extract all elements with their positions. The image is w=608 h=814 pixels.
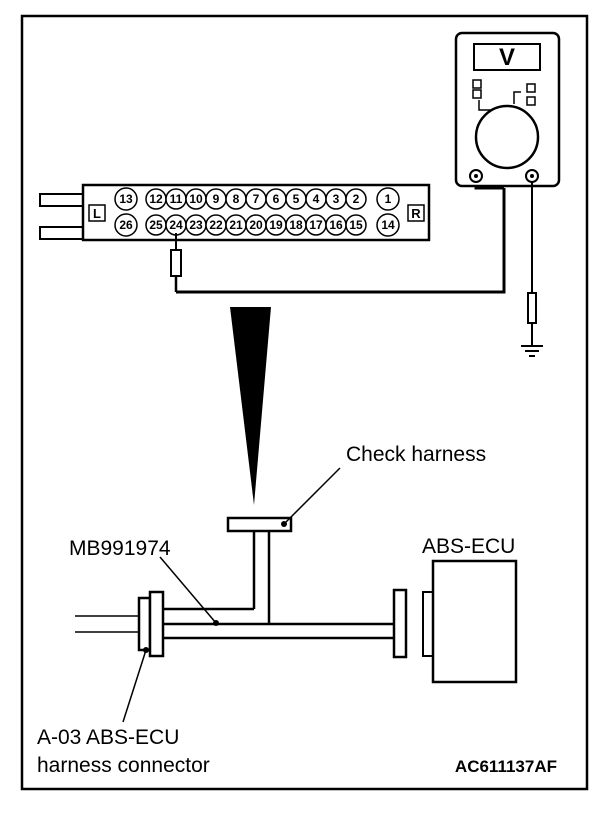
pin-top-label-13: 13 <box>119 192 133 206</box>
pin-top-13 <box>114 187 138 211</box>
pin-top-label-5: 5 <box>293 192 300 206</box>
tool-label: MB991974 <box>69 537 171 560</box>
pin-bottom-label-22: 22 <box>209 218 223 232</box>
tool-leader <box>159 556 217 624</box>
pin-top-1 <box>376 187 400 211</box>
meter-display <box>473 43 541 71</box>
pin-top-label-2: 2 <box>353 192 360 206</box>
check-harness-leader <box>283 467 341 525</box>
pin-bottom-label-19: 19 <box>269 218 283 232</box>
figure-code: AC611137AF <box>455 757 557 776</box>
harness-connector <box>75 590 165 658</box>
pin-bottom-15 <box>345 214 367 236</box>
check-harness <box>163 516 394 640</box>
pin-bottom-label-24: 24 <box>169 218 183 232</box>
pin-bottom-label-18: 18 <box>289 218 303 232</box>
right-marker-label: R <box>411 206 421 221</box>
pin-bottom-label-17: 17 <box>309 218 323 232</box>
voltmeter: V <box>454 31 561 188</box>
pin-top-label-11: 11 <box>170 192 183 206</box>
pin-top-label-1: 1 <box>385 192 392 206</box>
pin-bottom-label-23: 23 <box>189 218 203 232</box>
pin-bottom-label-16: 16 <box>329 218 343 232</box>
meter-display-label: V <box>499 44 515 71</box>
pin-top-label-4: 4 <box>313 192 320 206</box>
harness-connector-label-line1: A-03 ABS-ECU <box>37 726 179 749</box>
pin-top-label-8: 8 <box>233 192 240 206</box>
abs-ecu-unit <box>422 559 518 684</box>
pin-top-label-10: 10 <box>189 192 203 206</box>
pin-bottom-label-25: 25 <box>149 218 163 232</box>
pin-bottom-label-21: 21 <box>229 218 243 232</box>
left-marker-label: L <box>93 206 101 221</box>
pin-top-label-9: 9 <box>213 192 220 206</box>
pin-top-label-6: 6 <box>273 192 280 206</box>
right-flange <box>392 588 408 659</box>
pin-top-label-3: 3 <box>333 192 340 206</box>
pin-bottom-14 <box>376 213 400 237</box>
pin-top-label-7: 7 <box>253 192 260 206</box>
pin-top-label-12: 12 <box>149 192 163 206</box>
ground-lead <box>521 182 543 357</box>
harness-connector-leader <box>122 649 147 723</box>
harness-connector-label-line2: harness connector <box>37 754 210 777</box>
pin-bottom-label-14: 14 <box>381 218 395 232</box>
figure-frame <box>20 14 589 791</box>
pointer-wedge <box>230 307 271 505</box>
pin-bottom-label-26: 26 <box>119 218 133 232</box>
abs-ecu-label: ABS-ECU <box>422 535 515 558</box>
pin-top-2 <box>345 188 367 210</box>
left-marker <box>88 204 106 222</box>
pin-bottom-26 <box>114 213 138 237</box>
check-harness-label: Check harness <box>346 443 486 466</box>
right-marker <box>407 204 425 222</box>
pin-bottom-label-15: 15 <box>349 218 363 232</box>
pin-bottom-label-20: 20 <box>249 218 263 232</box>
meter-dial <box>474 104 540 170</box>
